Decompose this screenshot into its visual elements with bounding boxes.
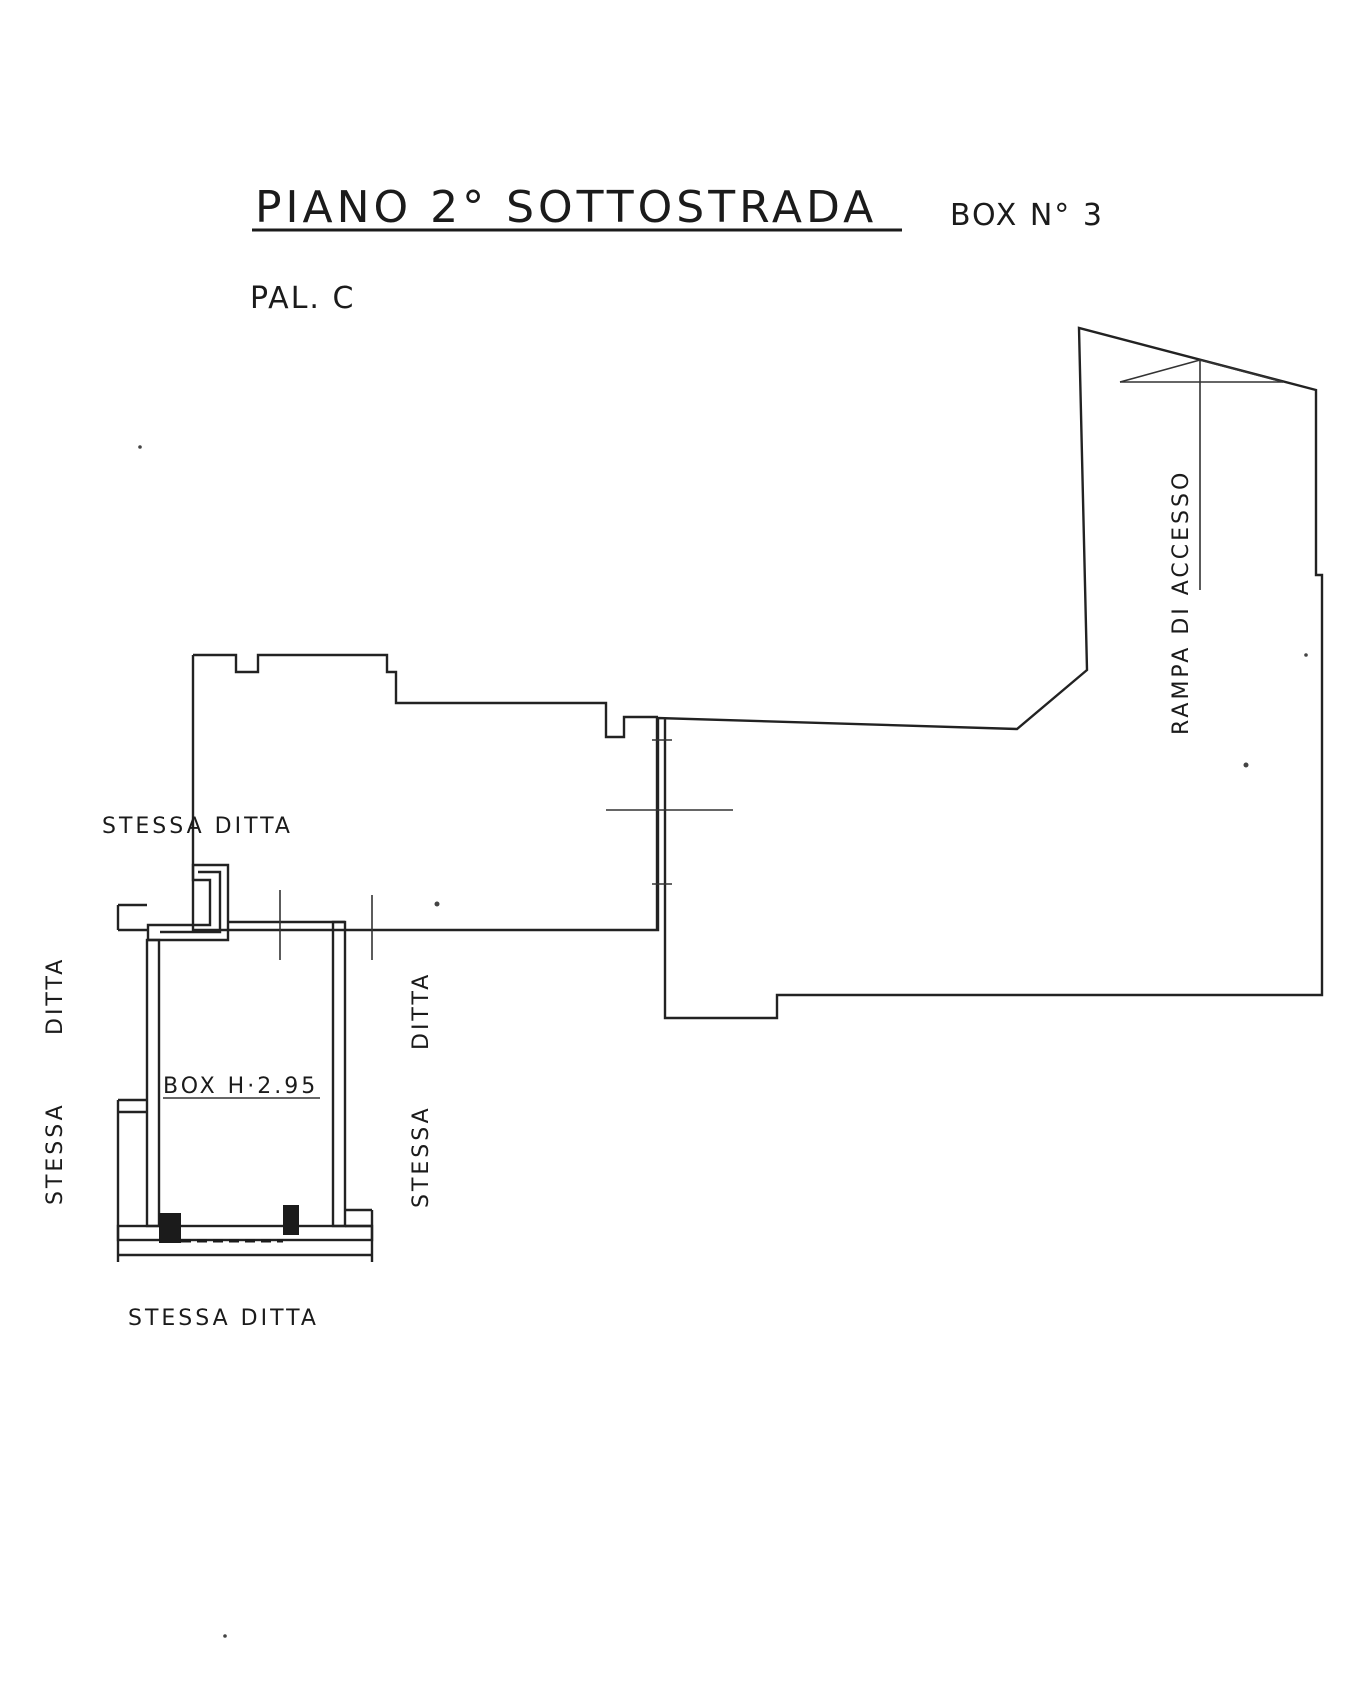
building-label: PAL. C: [250, 281, 355, 316]
back-pier-left: [159, 1213, 181, 1243]
speck: [1304, 653, 1308, 657]
corridor-upper-edge: [193, 653, 658, 739]
ramp-label: RAMPA DI ACCESSO: [1169, 470, 1194, 735]
ramp-arrow-right: [1199, 359, 1284, 383]
ramp-arrow-left: [1119, 359, 1201, 383]
drawing-title: PIANO 2° SOTTOSTRADA: [255, 182, 877, 233]
entry-pier: [146, 863, 230, 942]
speck: [434, 901, 440, 907]
left-neighbor-lower-label: STESSA: [43, 1102, 68, 1205]
back-pier-right: [283, 1205, 299, 1235]
box-room-label: BOX H·2.95: [163, 1074, 318, 1099]
left-upper-stub: [116, 903, 147, 932]
corridor-outline: [191, 326, 1324, 1020]
bottom-neighbor-label: STESSA DITTA: [128, 1306, 319, 1331]
speck: [223, 1634, 227, 1638]
top-neighbor-label: STESSA DITTA: [102, 814, 293, 839]
right-neighbor-upper-label: DITTA: [409, 972, 434, 1050]
box-right-wall: [331, 920, 347, 1228]
right-neighbor-lower-label: STESSA: [409, 1105, 434, 1208]
garage-box-unit: BOX H·2.95: [116, 863, 374, 1262]
left-lower-stub: [116, 1098, 147, 1226]
box-number: BOX N° 3: [950, 198, 1104, 233]
left-neighbor-upper-label: DITTA: [43, 957, 68, 1035]
speck: [1243, 762, 1249, 768]
entry-pier-inner: [160, 870, 222, 934]
box-left-wall: [145, 938, 161, 1228]
box-back-wall: [116, 1224, 374, 1242]
speck: [138, 445, 142, 449]
